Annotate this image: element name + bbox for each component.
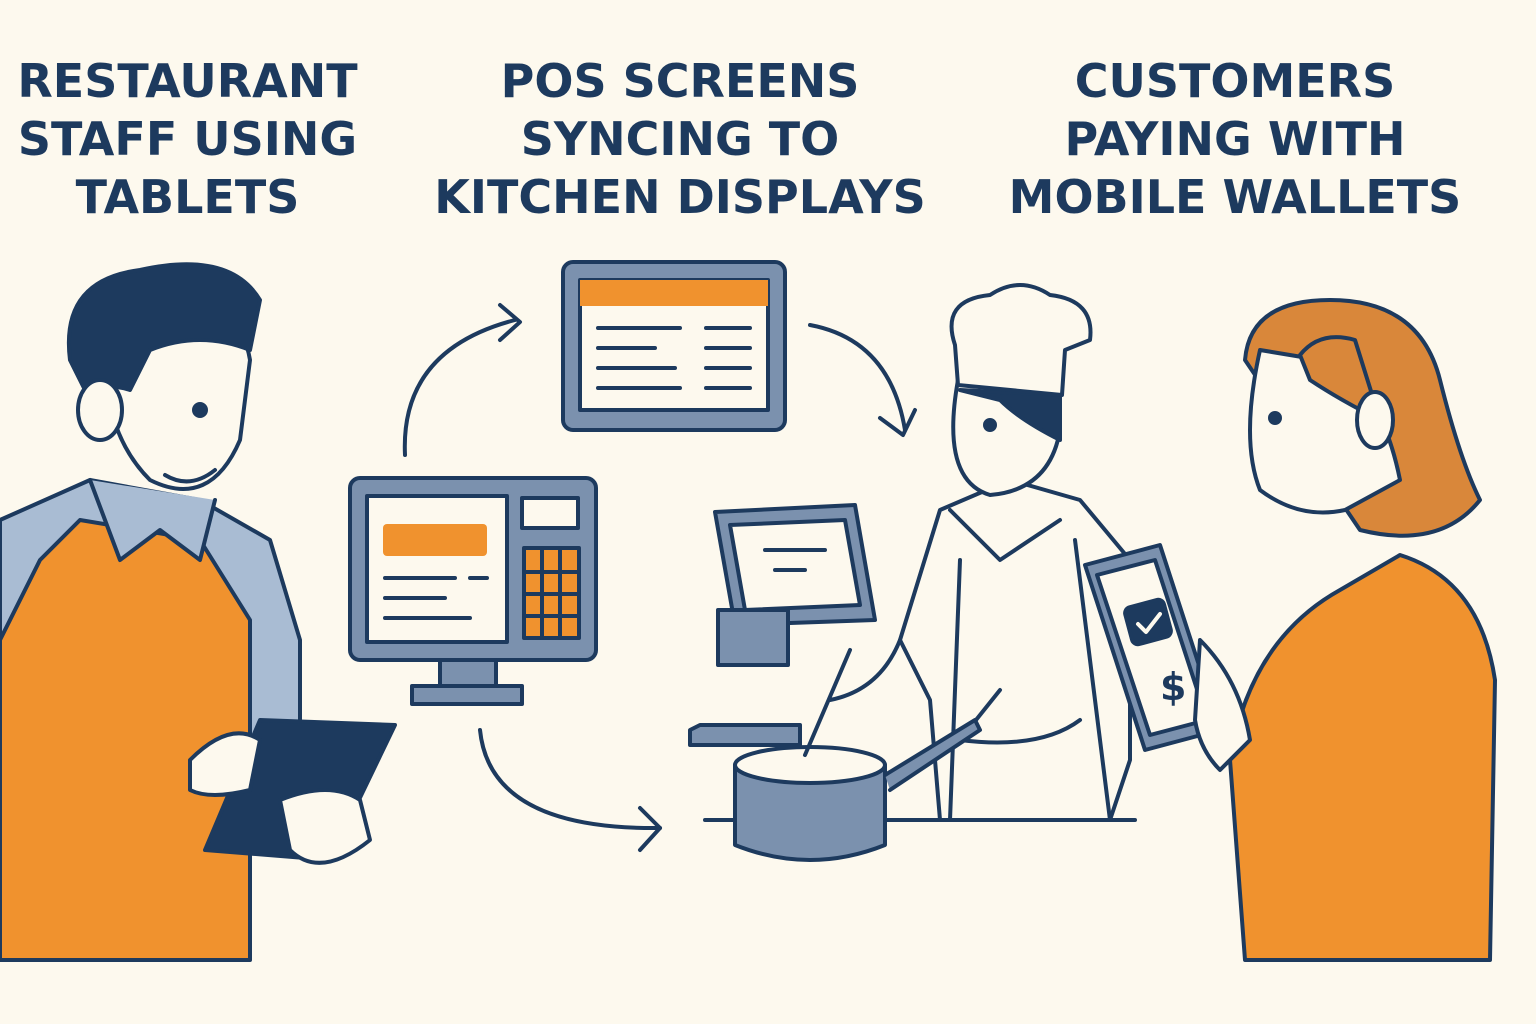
dollar-sign: $ — [1160, 665, 1186, 709]
mobile-wallet-phone-icon: $ — [1083, 543, 1252, 772]
caption-line: RESTAURANT — [17, 54, 358, 108]
sync-arrows — [402, 303, 917, 852]
tablet-icon — [188, 718, 397, 865]
caption-line: CUSTOMERS — [1074, 54, 1396, 108]
caption-mobile-wallets: CUSTOMERS PAYING WITH MOBILE WALLETS — [985, 52, 1485, 226]
customer-figure — [1228, 298, 1497, 962]
arrow-to-kitchen — [478, 728, 662, 831]
kitchen-monitor-icon — [713, 503, 877, 667]
caption-line: MOBILE WALLETS — [1008, 170, 1462, 224]
caption-line: STAFF USING — [17, 112, 358, 166]
kitchen-display-icon — [561, 260, 787, 432]
pos-terminal-icon — [348, 476, 598, 706]
caption-line: KITCHEN DISPLAYS — [434, 170, 926, 224]
caption-line: SYNCING TO — [520, 112, 840, 166]
arrow-to-display — [402, 318, 517, 457]
caption-pos-sync: POS SCREENS SYNCING TO KITCHEN DISPLAYS — [400, 52, 960, 226]
caption-line: TABLETS — [75, 170, 300, 224]
chef-figure — [828, 283, 1132, 822]
caption-line: PAYING WITH — [1064, 112, 1406, 166]
arrow-head — [878, 408, 917, 437]
caption-line: POS SCREENS — [500, 54, 860, 108]
staff-figure — [0, 262, 302, 962]
arrow-head — [638, 806, 662, 852]
cooking-pot-icon — [688, 648, 1137, 862]
arrow-head — [498, 303, 522, 342]
checkmark-icon — [1136, 612, 1162, 634]
arrow-to-chef — [808, 323, 907, 432]
caption-restaurant-staff: RESTAURANT STAFF USING TABLETS — [0, 52, 375, 226]
